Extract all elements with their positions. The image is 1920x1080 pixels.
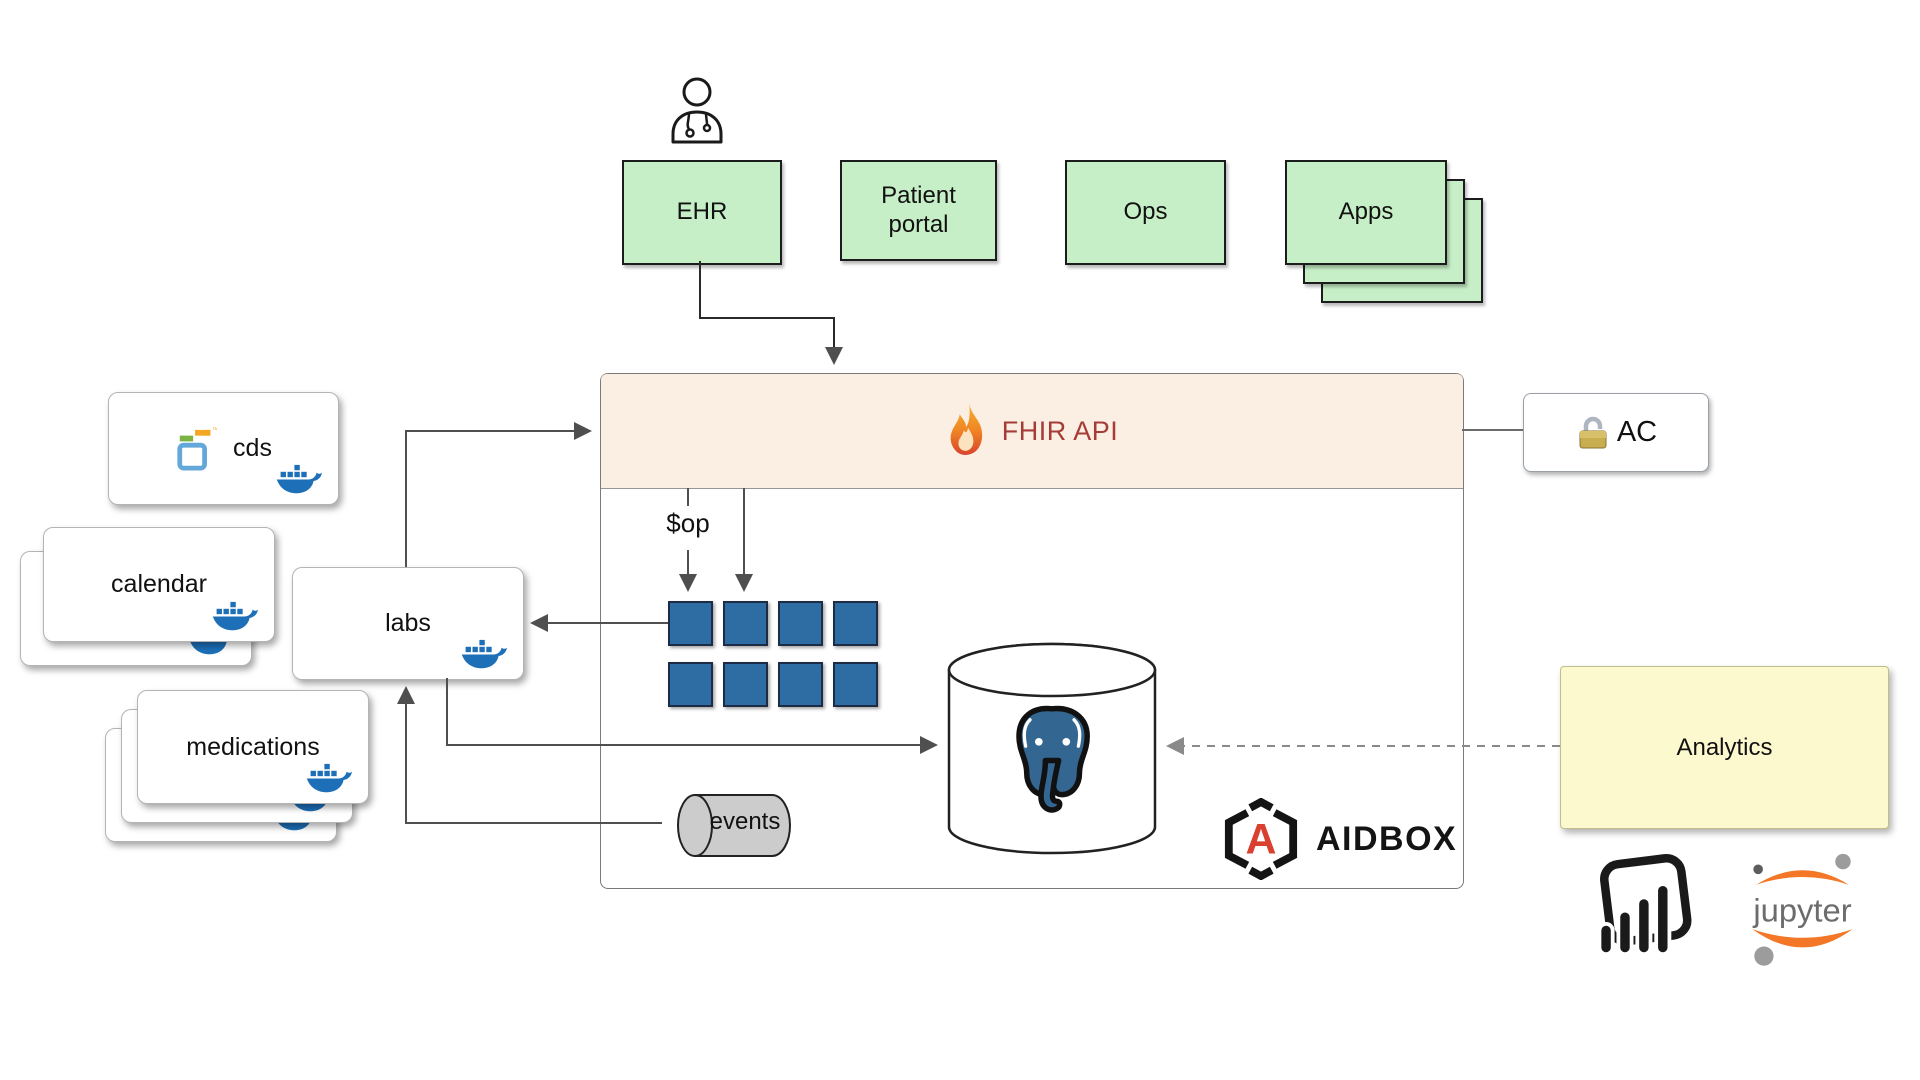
aidbox-logo: A AIDBOX	[1222, 798, 1457, 880]
fhir-api-label: FHIR API	[1001, 415, 1119, 446]
worker-square	[668, 662, 713, 707]
fhir-api-header: FHIR API	[601, 374, 1463, 489]
worker-square	[723, 601, 768, 646]
cds-label: cds	[233, 434, 272, 462]
box-cds: ™ cds	[108, 392, 339, 505]
docker-icon	[212, 601, 258, 635]
docker-icon	[461, 639, 507, 673]
box-ehr: EHR	[622, 160, 782, 265]
analytics-box: Analytics	[1560, 666, 1889, 829]
patient-portal-label: Patient portal	[881, 181, 956, 238]
cds-hooks-icon: ™	[177, 426, 217, 470]
box-labs: labs	[292, 567, 524, 680]
svg-text:™: ™	[212, 426, 217, 433]
box-apps: Apps	[1285, 160, 1447, 265]
jupyter-icon: jupyter	[1752, 853, 1853, 966]
op-label: $op	[666, 508, 710, 538]
box-calendar: calendar	[43, 527, 275, 642]
worker-square	[668, 601, 713, 646]
worker-square	[833, 662, 878, 707]
lock-icon	[1579, 416, 1607, 448]
postgresql-elephant-icon	[1016, 705, 1090, 813]
events-queue-cylinder	[677, 794, 791, 857]
doctor-icon	[671, 77, 723, 144]
medications-label: medications	[186, 732, 320, 761]
arrow-ehr-to-fhir	[699, 261, 843, 365]
box-medications: medications	[137, 690, 369, 804]
box-patient-portal: Patient portal	[840, 160, 997, 261]
worker-square	[778, 662, 823, 707]
postgres-database-cylinder	[947, 642, 1157, 855]
calendar-label: calendar	[111, 570, 207, 598]
arrow-labs-to-fhir	[405, 422, 592, 567]
access-control-box: AC	[1523, 393, 1709, 472]
events-label: events	[709, 808, 781, 835]
worker-square	[833, 601, 878, 646]
power-bi-icon	[1597, 854, 1692, 956]
ehr-label: EHR	[676, 198, 728, 226]
analytics-label: Analytics	[1676, 733, 1773, 761]
apps-label: Apps	[1338, 198, 1394, 226]
aidbox-hexagon-icon: A	[1224, 798, 1298, 880]
aidbox-label: AIDBOX	[1316, 819, 1458, 858]
ac-label: AC	[1616, 416, 1658, 448]
docker-icon	[306, 763, 352, 797]
docker-icon	[276, 464, 322, 498]
svg-text:A: A	[1246, 816, 1277, 864]
worker-square	[778, 601, 823, 646]
ops-label: Ops	[1123, 198, 1168, 226]
worker-square	[723, 662, 768, 707]
fhir-flame-icon	[950, 402, 982, 455]
labs-label: labs	[385, 609, 431, 637]
jupyter-label: jupyter	[1752, 891, 1851, 928]
box-ops: Ops	[1065, 160, 1226, 265]
